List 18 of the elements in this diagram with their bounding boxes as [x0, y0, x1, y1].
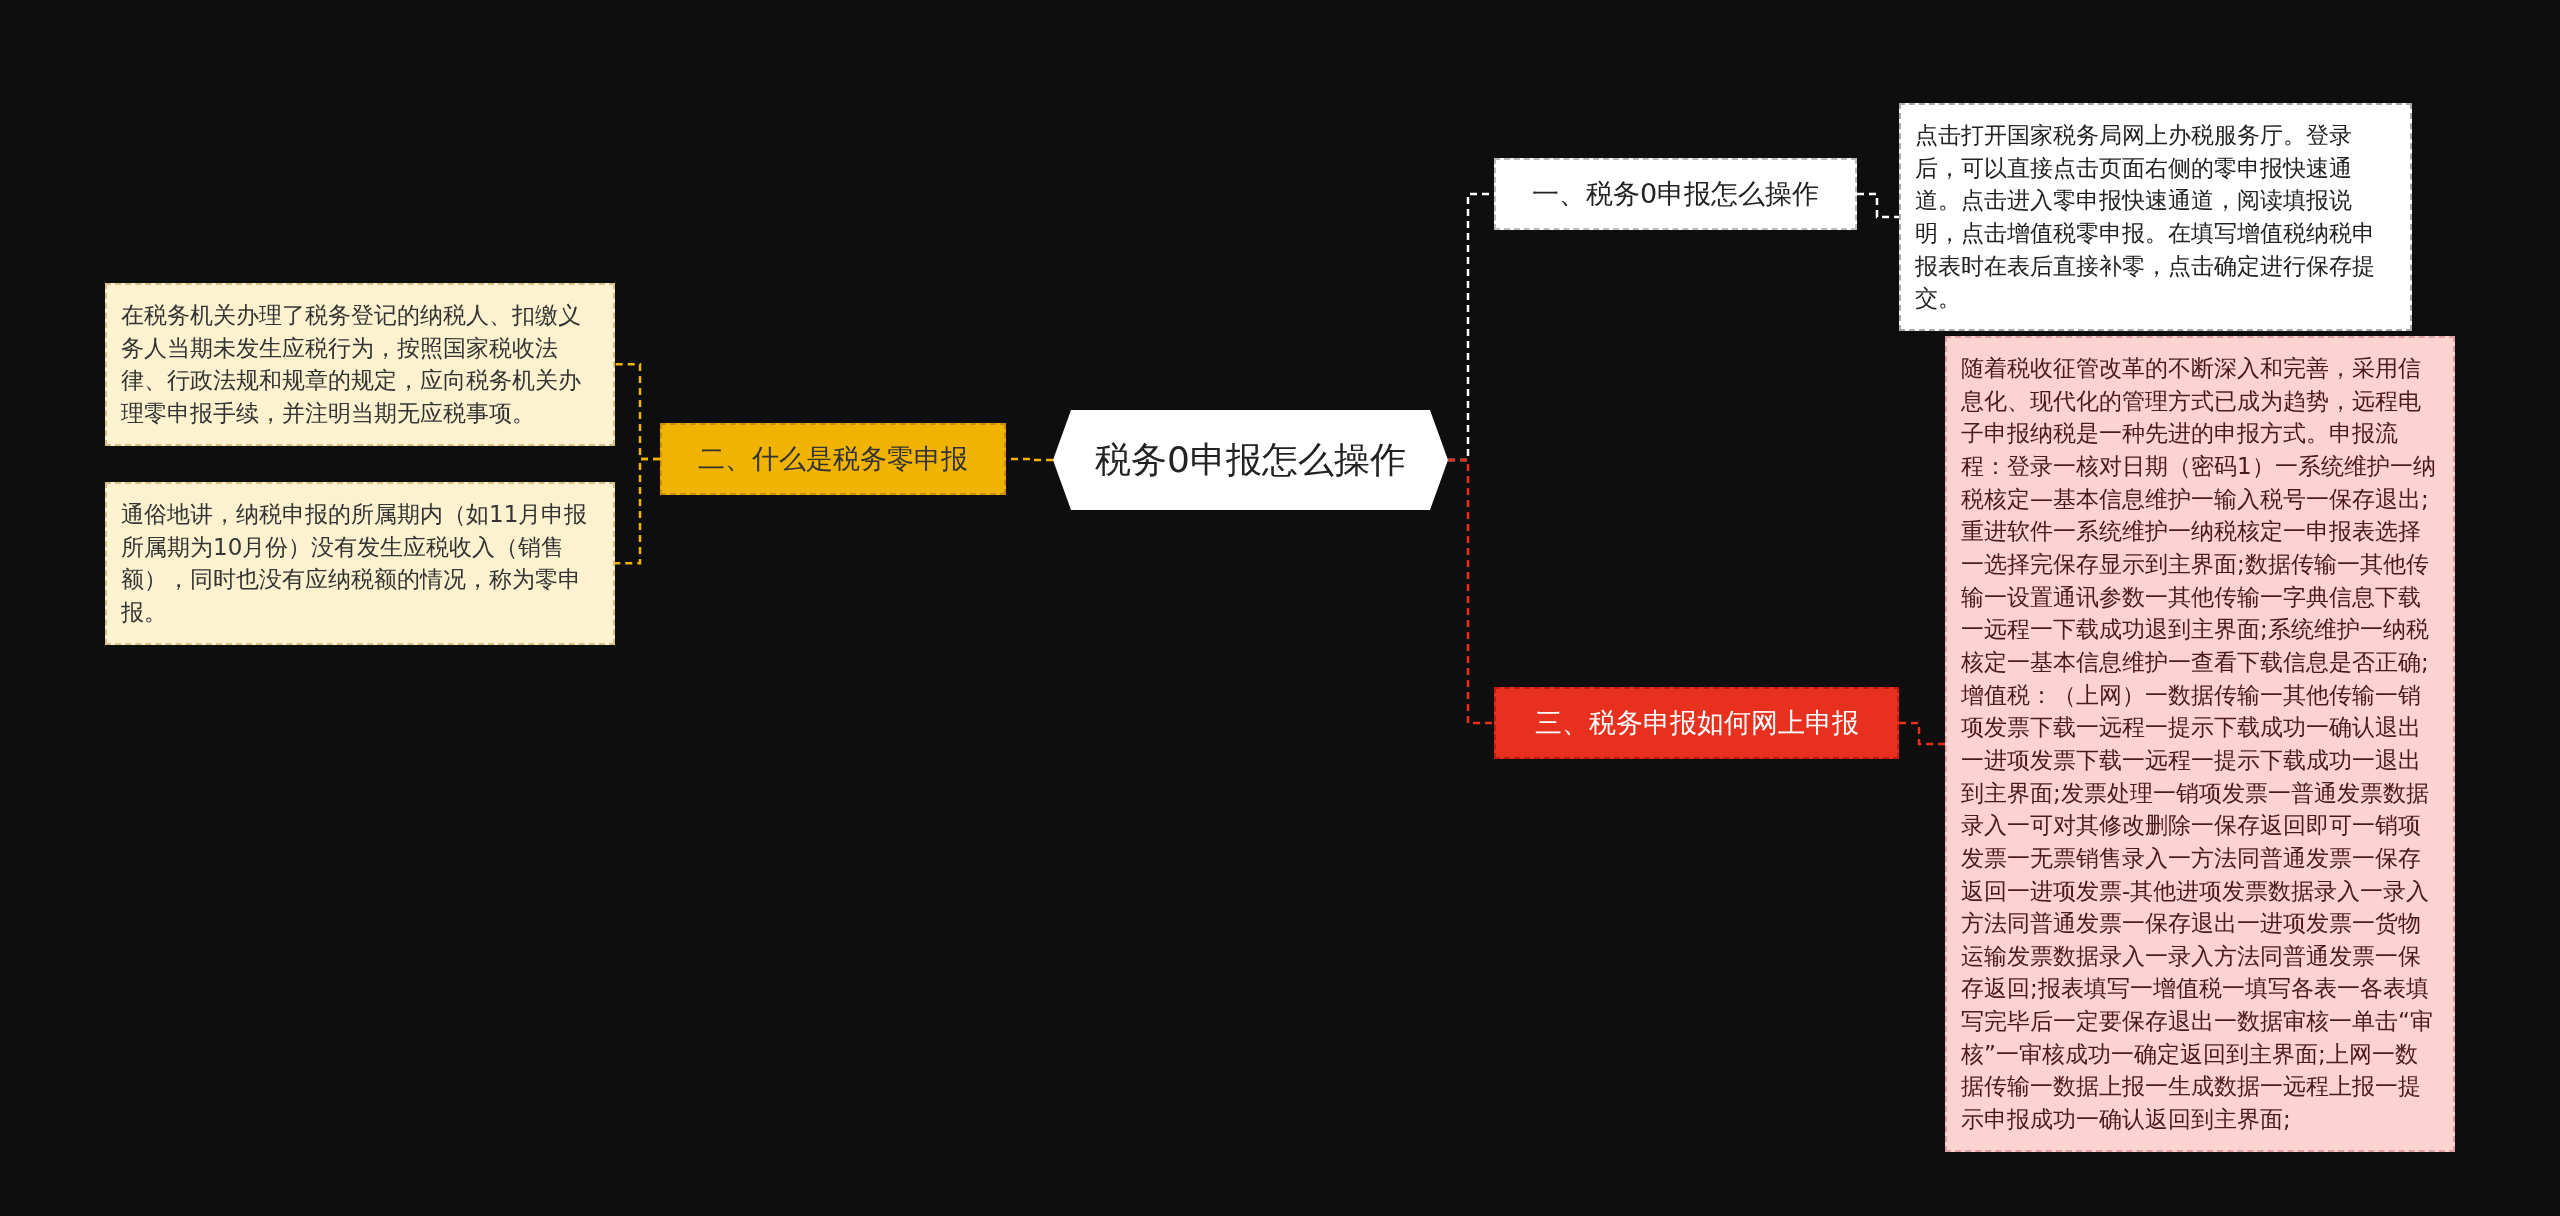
topic-box [1494, 158, 1857, 230]
connector-line [1448, 458, 1494, 725]
central-topic-text: 税务0申报怎么操作 [1094, 438, 1407, 482]
text-card [105, 482, 615, 645]
text-card [1899, 103, 2412, 331]
connector-line [615, 457, 660, 565]
paragraph: 通俗地讲，纳税申报的所属期内（如11月申报所属期为10月份）没有发生应税收入（销售额），同时也没有应纳税额的情况，称为零申报。 [121, 500, 589, 627]
connector-line [1899, 721, 1945, 746]
paragraph: 随着税收征管改革的不断深入和完善，采用信息化、现代化的管理方式已成为趋势，远程电子申报纳税是一种先进的申报方式。申报流程：登录一核对日期（密码1）一系统维护一纳税核定—基本信息维护一输入税号一保存退出;重进软件一系统维护一纳税核定一申报表选择一选择完保存显示到主界面;数据传输一其他传输一设置通讯参数一其他传输一字典信息下载一远程一下载成功退到主界面;系统维护一纳税核定一基本信息维护一查看下载信息是否正确;增值税：（上网）一数据传输一其他传输一销项发票下载一远程一提示下载成功一确认退出一进项发票下载一远程一提示下载成功一退出到主界面;发票处理一销项发票一普通发票数据录入一可对其修改删除一保存返回即可一销项发票一无票销售录入一方法同普通发票一保存返回一进项发票-其他进项发票数据录入一录入方法同普通发票一保存退出一进项发票一货物运输发票数据录入一录入方法同普通发票一保存返回;报表填写一增值税一填写各表一各表填写完毕后一定要保存退出一数据审核一单击“审核”一审核成功一确定返回到主界面;上网一数据传输一数据上报一生成数据一远程上报一提示申报成功一确认返回到主界面; [1961, 354, 2437, 1135]
topic-box [1494, 687, 1899, 759]
text-card [105, 283, 615, 446]
topic-label: 三、税务申报如何网上申报 [1533, 706, 1860, 740]
paragraph: 在税务机关办理了税务登记的纳税人、扣缴义务人当期未发生应税行为，按照国家税收法律、行政法规和规章的规定，应向税务机关办理零申报手续，并注明当期无应税事项。 [121, 301, 582, 428]
topic-label: 二、什么是税务零申报 [697, 442, 969, 476]
paragraph: 点击打开国家税务局网上办税服务厅。登录后，可以直接点击页面右侧的零申报快速通道。点击进入零申报快速通道，阅读填报说明，点击增值税零申报。在填写增值税纳税申报表时在表后直接补零，点击确定进行保存提交。 [1915, 121, 2376, 314]
topic-box [660, 423, 1006, 495]
topic-label: 一、税务0申报怎么操作 [1530, 177, 1821, 211]
connector-line [1857, 192, 1899, 219]
